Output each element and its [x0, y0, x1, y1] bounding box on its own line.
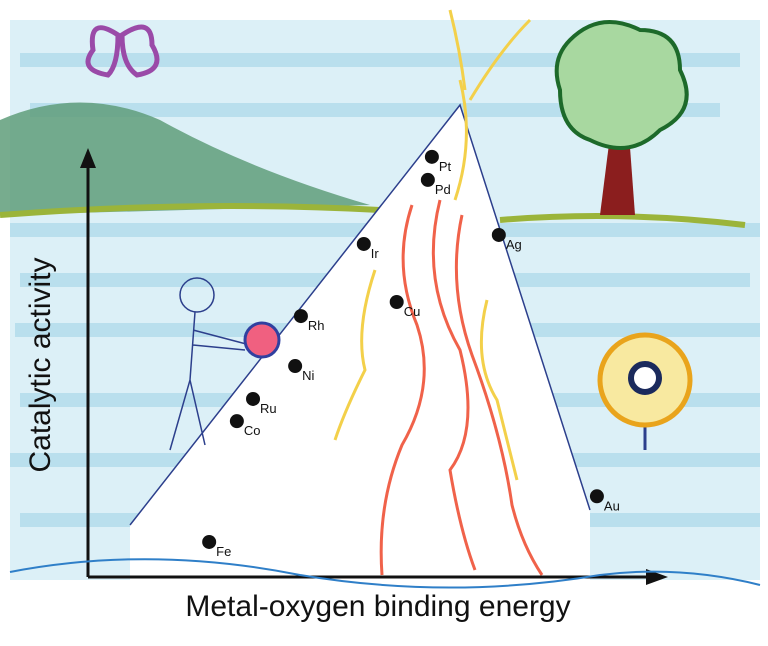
- data-label-ir: Ir: [371, 246, 380, 261]
- data-label-pt: Pt: [439, 159, 452, 174]
- flower-drawing: [597, 332, 693, 450]
- volcano-outline: [129, 103, 591, 526]
- y-axis-label: Catalytic activity: [24, 257, 57, 472]
- x-axis-arrow: [646, 569, 668, 585]
- data-point-ir: [356, 236, 371, 251]
- data-point-rh: [293, 309, 308, 324]
- data-point-fe: [202, 534, 217, 549]
- data-point-pd: [420, 172, 435, 187]
- data-point-cu: [389, 295, 404, 310]
- tree-drawing: [554, 20, 689, 215]
- green-ground-line: [0, 203, 746, 228]
- data-point-au: [589, 489, 604, 504]
- data-point-co: [229, 414, 244, 429]
- water-line: [9, 558, 761, 589]
- data-point-pt: [424, 149, 439, 164]
- data-label-ni: Ni: [302, 368, 314, 383]
- y-axis-arrow: [80, 148, 96, 168]
- data-label-co: Co: [244, 423, 261, 438]
- x-axis-label: Metal-oxygen binding energy: [185, 590, 570, 623]
- data-label-pd: Pd: [435, 182, 451, 197]
- data-label-rh: Rh: [308, 318, 325, 333]
- data-label-ru: Ru: [260, 401, 277, 416]
- data-point-ni: [288, 359, 303, 374]
- volcano-mountain: [130, 105, 590, 580]
- lava-streams: [333, 9, 544, 576]
- data-label-cu: Cu: [404, 304, 421, 319]
- stick-figure-climber: [169, 277, 281, 451]
- data-point-ru: [246, 391, 261, 406]
- data-label-fe: Fe: [216, 544, 231, 559]
- data-label-au: Au: [604, 498, 620, 513]
- green-hill: [0, 102, 370, 215]
- butterfly-drawing: [85, 24, 160, 78]
- data-label-ag: Ag: [506, 237, 522, 252]
- data-point-ag: [491, 227, 506, 242]
